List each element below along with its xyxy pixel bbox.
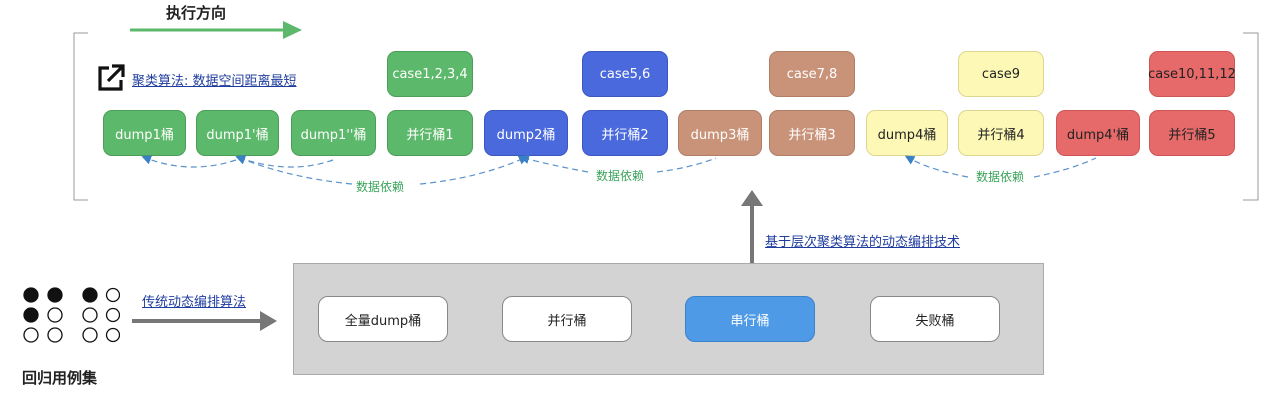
bucket-box: dump1''桶: [291, 110, 376, 156]
dependency-label: 数据依赖: [596, 169, 645, 183]
case-box: case10,11,12: [1148, 51, 1236, 97]
dependency-label: 数据依赖: [356, 180, 405, 194]
bucket-box: dump4'桶: [1056, 110, 1140, 156]
bucket-box: dump3桶: [678, 110, 762, 156]
regression-label: 回归用例集: [22, 369, 98, 387]
external-link-icon[interactable]: [95, 62, 127, 94]
bucket-box: 并行桶1: [387, 110, 473, 156]
case-box: case9: [958, 51, 1044, 97]
right-arrow: [132, 311, 277, 331]
direction-label: 执行方向: [166, 4, 227, 22]
traditional-link[interactable]: 传统动态编排算法: [142, 295, 247, 310]
bracket-frame: [73, 32, 1259, 201]
serial-bucket: 串行桶: [685, 296, 815, 342]
bucket-box: 并行桶4: [958, 110, 1044, 156]
case-box: case7,8: [769, 51, 855, 97]
bucket-box: dump1桶: [103, 110, 186, 156]
bucket-box: 并行桶3: [769, 110, 855, 156]
direction-arrow: [130, 21, 302, 39]
case-box: case5,6: [582, 51, 668, 97]
dynamic-orchestration-link[interactable]: 基于层次聚类算法的动态编排技术: [765, 235, 961, 250]
clustering-link[interactable]: 聚类算法: 数据空间距离最短: [132, 74, 297, 89]
case-box: case1,2,3,4: [387, 51, 473, 97]
bucket-box: dump4桶: [866, 110, 948, 156]
bucket-box: 并行桶2: [582, 110, 668, 156]
bucket-box: dump2桶: [484, 110, 568, 156]
case-dots-icon: [23, 287, 120, 343]
dependency-label: 数据依赖: [976, 170, 1025, 184]
dependency-arcs: [141, 154, 1097, 185]
failed-bucket: 失败桶: [870, 296, 1000, 342]
full-dump-bucket: 全量dump桶: [318, 296, 448, 342]
bucket-box: 并行桶5: [1149, 110, 1235, 156]
parallel-bucket: 并行桶: [502, 296, 632, 342]
